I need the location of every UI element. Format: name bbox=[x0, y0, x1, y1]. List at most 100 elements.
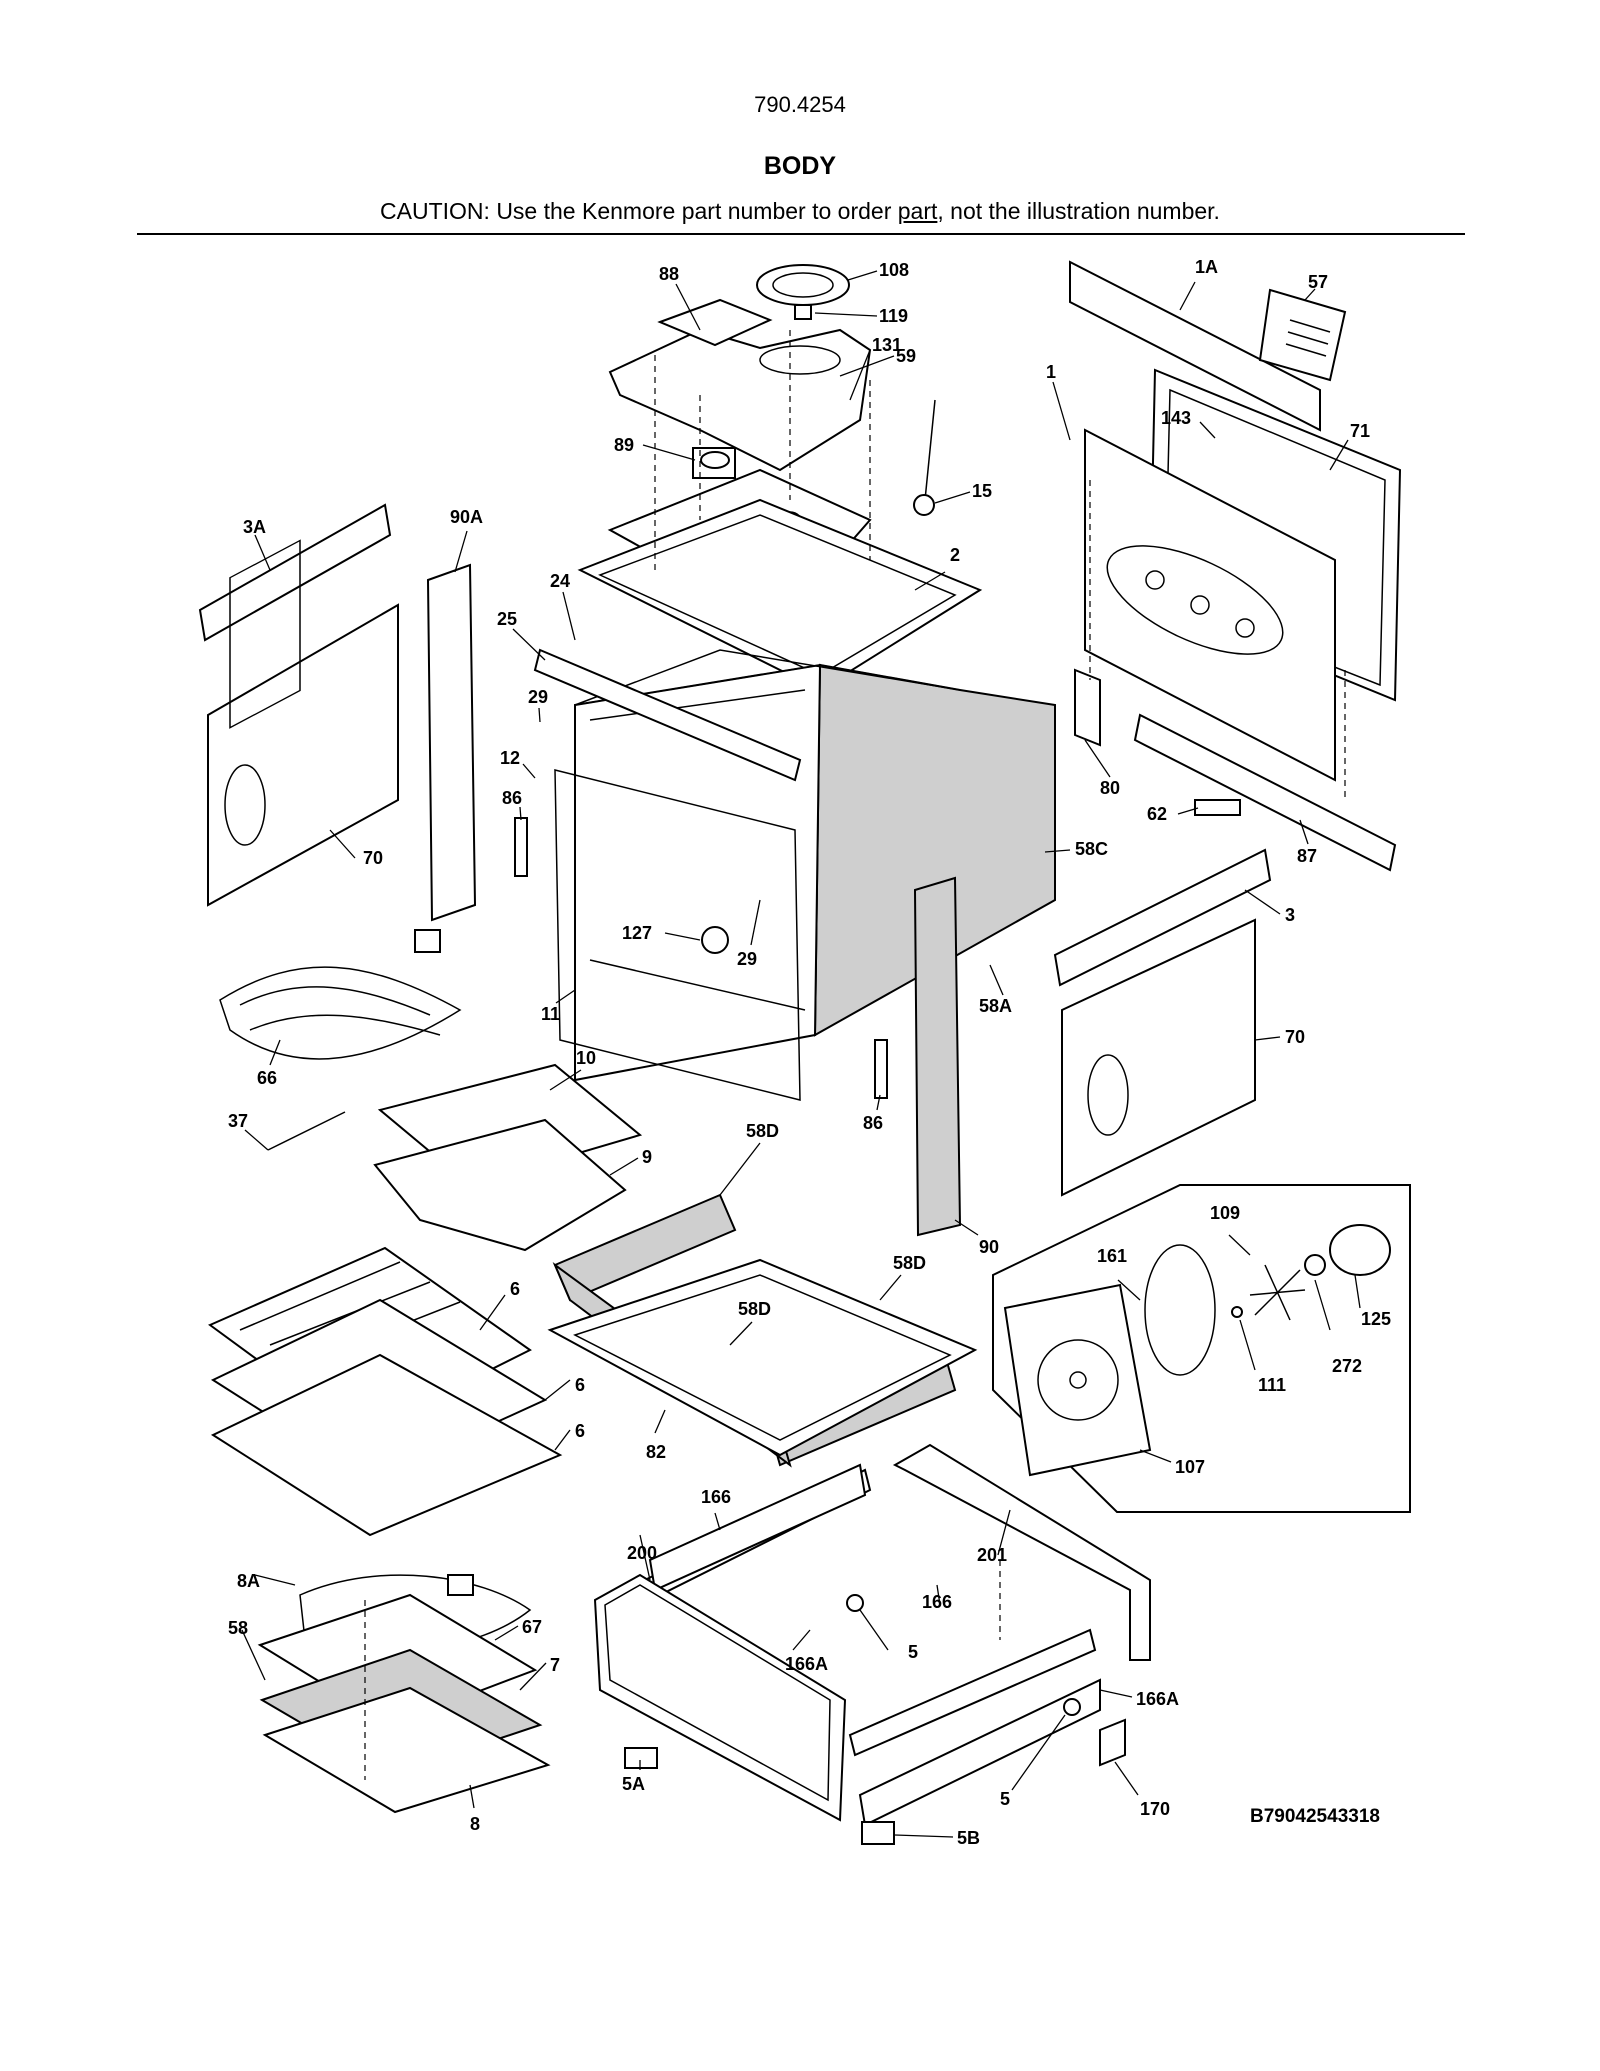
convection-fan-bracket-part bbox=[1144, 1244, 1216, 1376]
callout-58D-c: 58D bbox=[738, 1299, 771, 1319]
callout-70-b: 70 bbox=[1285, 1027, 1305, 1047]
callout-58C: 58C bbox=[1075, 839, 1108, 859]
callout-166-b: 166 bbox=[922, 1592, 952, 1612]
callout-11: 11 bbox=[541, 1004, 560, 1024]
callout-15: 15 bbox=[972, 481, 992, 501]
callout-5-b: 5 bbox=[1000, 1789, 1010, 1809]
leader-lines bbox=[241, 270, 1361, 1838]
callout-8A: 8A bbox=[237, 1571, 260, 1591]
fan-nut-part bbox=[1231, 1306, 1243, 1318]
callout-87: 87 bbox=[1297, 846, 1317, 866]
cross-rail-right-part bbox=[858, 1678, 1101, 1827]
callout-86-b: 86 bbox=[863, 1113, 883, 1133]
callout-67: 67 bbox=[522, 1617, 542, 1637]
callout-10: 10 bbox=[576, 1048, 596, 1068]
convection-motor-part bbox=[1304, 1224, 1391, 1276]
callout-66: 66 bbox=[257, 1068, 277, 1088]
callout-119: 119 bbox=[879, 306, 908, 326]
callout-3: 3 bbox=[1285, 905, 1295, 925]
callout-24: 24 bbox=[550, 571, 570, 591]
callout-8: 8 bbox=[470, 1814, 480, 1834]
callout-272: 272 bbox=[1332, 1356, 1362, 1376]
callout-109: 109 bbox=[1210, 1203, 1240, 1223]
callout-1: 1 bbox=[1046, 362, 1056, 382]
oven-light-part bbox=[701, 926, 729, 954]
callout-25: 25 bbox=[497, 609, 517, 629]
side-rail-part bbox=[848, 1628, 1097, 1757]
convection-fan-cover-part bbox=[1003, 1283, 1152, 1477]
sensor-probe-part bbox=[913, 399, 936, 516]
callout-131: 131 bbox=[872, 335, 902, 355]
callout-3A: 3A bbox=[243, 517, 266, 537]
roller-foot-part bbox=[624, 1747, 895, 1845]
convection-fan-blade-part bbox=[1249, 1264, 1306, 1321]
leveling-leg-part bbox=[846, 1594, 1081, 1716]
callout-29-a: 29 bbox=[528, 687, 548, 707]
callout-2: 2 bbox=[950, 545, 960, 565]
right-side-panel-part bbox=[1061, 918, 1256, 1197]
callout-107: 107 bbox=[1175, 1457, 1205, 1477]
callout-82: 82 bbox=[646, 1442, 666, 1462]
meat-probe-part bbox=[267, 1111, 346, 1151]
model-number: 790.4254 bbox=[754, 92, 846, 117]
callout-29-b: 29 bbox=[737, 949, 757, 969]
side-insulation-part bbox=[913, 876, 962, 1237]
callout-161: 161 bbox=[1097, 1246, 1127, 1266]
rear-frame-part bbox=[892, 1443, 1151, 1661]
section-title: BODY bbox=[763, 152, 837, 180]
callout-58A: 58A bbox=[979, 996, 1012, 1016]
top-panel-part bbox=[577, 498, 983, 692]
caution-underlined-word: part bbox=[897, 198, 938, 224]
callout-1A: 1A bbox=[1195, 257, 1218, 277]
callout-80: 80 bbox=[1100, 778, 1120, 798]
callout-125: 125 bbox=[1361, 1309, 1391, 1329]
callout-88: 88 bbox=[659, 264, 679, 284]
callout-6-a: 6 bbox=[510, 1279, 520, 1299]
callout-127: 127 bbox=[622, 923, 652, 943]
anti-tip-bracket-part bbox=[1099, 1718, 1126, 1767]
callout-143: 143 bbox=[1161, 408, 1191, 428]
rear-rail-part bbox=[1133, 713, 1397, 872]
callout-6-c: 6 bbox=[575, 1421, 585, 1441]
front-frame-part bbox=[533, 648, 802, 782]
callout-62: 62 bbox=[1147, 804, 1167, 824]
callout-12: 12 bbox=[500, 748, 520, 768]
callout-5A: 5A bbox=[622, 1774, 645, 1794]
caution-text-start: CAUTION: Use the Kenmore part number to … bbox=[380, 198, 898, 224]
diagram-id: B79042543318 bbox=[1250, 1806, 1380, 1827]
callout-71: 71 bbox=[1350, 421, 1370, 441]
callout-90: 90 bbox=[979, 1237, 999, 1257]
left-insulation-part bbox=[426, 563, 477, 922]
alignment-lines bbox=[364, 330, 1346, 1780]
caution-text-end: , not the illustration number. bbox=[937, 198, 1220, 224]
callout-58: 58 bbox=[228, 1618, 248, 1638]
callout-37: 37 bbox=[228, 1111, 248, 1131]
callout-5-a: 5 bbox=[908, 1642, 918, 1662]
callout-166-a: 166 bbox=[701, 1487, 731, 1507]
cross-rail-left-part bbox=[648, 1463, 867, 1592]
callout-70-a: 70 bbox=[363, 848, 383, 868]
callout-108: 108 bbox=[879, 260, 909, 280]
callout-57: 57 bbox=[1308, 272, 1328, 292]
rear-bracket-part bbox=[1074, 668, 1101, 747]
bottom-frame-part bbox=[547, 1258, 978, 1457]
callout-58D-b: 58D bbox=[893, 1253, 926, 1273]
callout-9: 9 bbox=[642, 1147, 652, 1167]
thermostat-part bbox=[692, 447, 736, 479]
rear-panel-part bbox=[1084, 428, 1336, 782]
oven-rack-3-part bbox=[210, 1353, 563, 1537]
right-side-trim-part bbox=[1053, 848, 1272, 987]
left-side-trim-part bbox=[198, 503, 392, 642]
hinge-receiver-right-part bbox=[874, 1039, 888, 1099]
callout-89: 89 bbox=[614, 435, 634, 455]
header-divider bbox=[137, 233, 1465, 235]
callout-5B: 5B bbox=[957, 1828, 980, 1848]
callout-labels: 88 108 119 59 89 131 15 1A 57 1 143 71 3… bbox=[228, 257, 1391, 1848]
callout-111: 111 bbox=[1258, 1375, 1286, 1395]
callout-200: 200 bbox=[627, 1543, 657, 1563]
callout-166A-b: 166A bbox=[1136, 1689, 1179, 1709]
rear-top-bracket-part bbox=[1069, 260, 1321, 432]
callout-170: 170 bbox=[1140, 1799, 1170, 1819]
caution-note: CAUTION: Use the Kenmore part number to … bbox=[0, 198, 1600, 225]
